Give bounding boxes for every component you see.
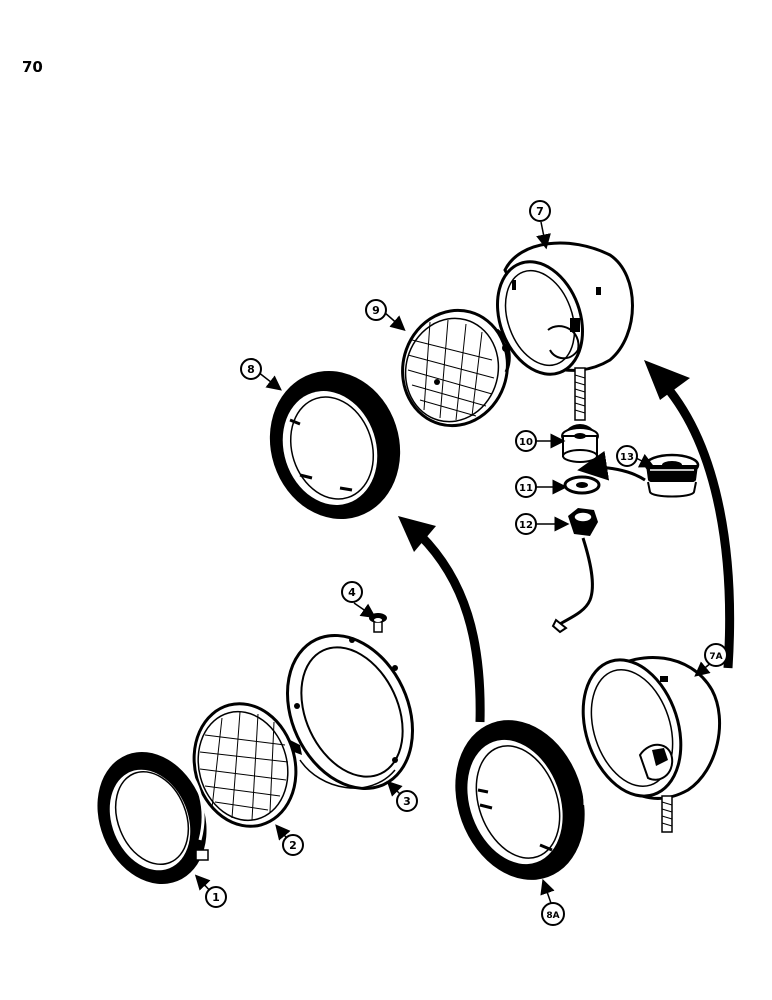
svg-text:3: 3 bbox=[403, 795, 411, 808]
svg-text:13: 13 bbox=[620, 452, 634, 463]
svg-text:4: 4 bbox=[348, 586, 356, 599]
callout-12: 12 bbox=[515, 513, 537, 535]
part-13-rubber-mount bbox=[644, 453, 700, 498]
part-2-sealed-beam bbox=[192, 702, 302, 828]
callout-13: 13 bbox=[616, 445, 638, 467]
page-number: 70 bbox=[22, 58, 43, 76]
replacement-arrow-7a-to-7 bbox=[644, 360, 735, 669]
part-8-bezel bbox=[269, 368, 404, 520]
part-12-nut bbox=[551, 508, 598, 634]
callout-8: 8 bbox=[240, 358, 262, 380]
part-7a-stud bbox=[661, 795, 673, 833]
part-9-sealed-beam bbox=[401, 308, 511, 428]
part-7-housing bbox=[495, 241, 634, 421]
part-3-mounting-ring bbox=[286, 633, 414, 791]
callout-2: 2 bbox=[282, 834, 304, 856]
part-10-grommet bbox=[561, 424, 599, 463]
part-4-screw bbox=[369, 613, 387, 633]
callout-1: 1 bbox=[205, 886, 227, 908]
callout-10: 10 bbox=[515, 430, 537, 452]
svg-text:8: 8 bbox=[247, 363, 255, 376]
svg-text:1: 1 bbox=[212, 891, 220, 904]
callout-7: 7 bbox=[529, 200, 551, 222]
part-1-bezel bbox=[97, 752, 209, 884]
part-11-washer bbox=[563, 475, 601, 495]
svg-text:11: 11 bbox=[519, 483, 533, 494]
callout-3: 3 bbox=[396, 790, 418, 812]
svg-text:2: 2 bbox=[289, 839, 297, 852]
svg-text:10: 10 bbox=[519, 437, 533, 448]
replacement-arrow-8a-to-8 bbox=[398, 516, 485, 723]
callout-9: 9 bbox=[365, 299, 387, 321]
callout-8a: 8A bbox=[541, 902, 565, 926]
callout-4: 4 bbox=[341, 581, 363, 603]
svg-text:7A: 7A bbox=[709, 652, 722, 662]
part-7a-housing bbox=[581, 655, 722, 833]
svg-text:8A: 8A bbox=[546, 911, 559, 921]
part-7-stud bbox=[574, 367, 586, 421]
svg-text:7: 7 bbox=[536, 205, 544, 218]
svg-text:9: 9 bbox=[372, 304, 380, 317]
part-8a-bezel bbox=[455, 720, 587, 880]
svg-text:12: 12 bbox=[519, 520, 533, 531]
callout-11: 11 bbox=[515, 476, 537, 498]
callout-7a: 7A bbox=[704, 643, 728, 667]
